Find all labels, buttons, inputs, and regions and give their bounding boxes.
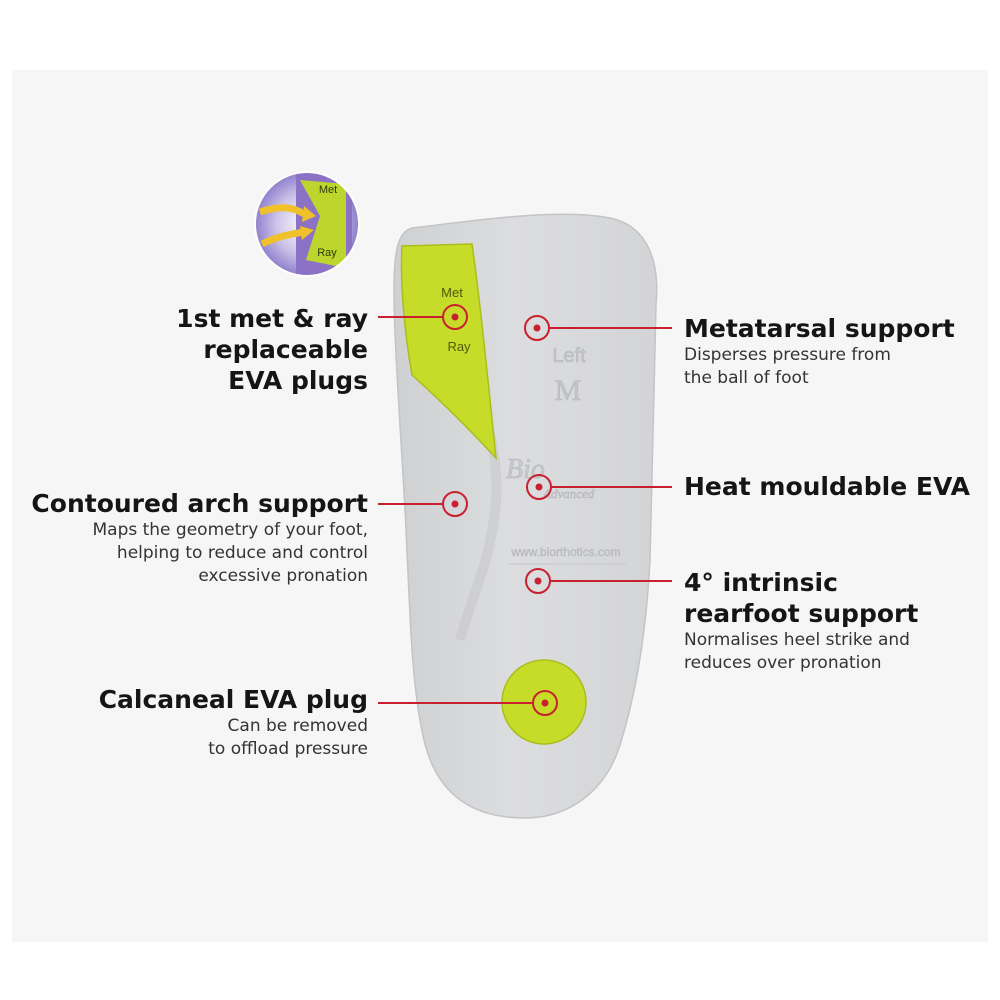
- callout-arch-desc-2: helping to reduce and control: [116, 543, 368, 563]
- callout-rearfoot-title-2: rearfoot support: [684, 599, 919, 628]
- callout-metatarsal-desc-1: Disperses pressure from: [684, 345, 891, 365]
- callout-arch-desc-3: excessive pronation: [198, 566, 368, 586]
- size-text: M: [555, 374, 582, 407]
- callout-met-ray: 1st met & ray replaceable EVA plugs: [176, 303, 368, 396]
- callout-heat: Heat mouldable EVA: [684, 471, 970, 502]
- callout-calcaneal-desc-1: Can be removed: [227, 716, 368, 736]
- callout-calcaneal-desc-2: to offload pressure: [208, 739, 368, 759]
- inset-bottom-label: Ray: [317, 247, 337, 259]
- leader-lines: [378, 316, 672, 704]
- callout-metatarsal: Metatarsal support Disperses pressure fr…: [684, 313, 955, 390]
- plug-bottom-label: Ray: [447, 339, 471, 354]
- callout-met-ray-title-1: 1st met & ray: [176, 304, 368, 333]
- plug-top-label: Met: [441, 285, 463, 300]
- callout-calcaneal: Calcaneal EVA plug Can be removed to off…: [99, 684, 368, 761]
- callout-rearfoot-desc-2: reduces over pronation: [684, 653, 882, 673]
- callout-rearfoot: 4° intrinsic rearfoot support Normalises…: [684, 567, 918, 675]
- callout-metatarsal-title: Metatarsal support: [684, 314, 955, 343]
- callout-arch-desc-1: Maps the geometry of your foot,: [92, 520, 368, 540]
- callout-rearfoot-desc-1: Normalises heel strike and: [684, 630, 910, 650]
- callout-metatarsal-desc-2: the ball of foot: [684, 368, 809, 388]
- callout-heat-title: Heat mouldable EVA: [684, 472, 970, 501]
- callout-arch: Contoured arch support Maps the geometry…: [31, 488, 368, 588]
- inset-top-label: Met: [319, 184, 337, 196]
- callout-met-ray-title-3: EVA plugs: [228, 366, 368, 395]
- callout-calcaneal-title: Calcaneal EVA plug: [98, 685, 368, 714]
- callout-rearfoot-title-1: 4° intrinsic: [684, 568, 838, 597]
- callout-arch-title: Contoured arch support: [31, 489, 368, 518]
- brand-text: Bio: [506, 454, 545, 485]
- brand-sub-text: Advanced: [542, 486, 595, 501]
- inset-detail: Met Ray: [254, 171, 360, 277]
- met-ray-plug: [400, 243, 497, 461]
- url-text: www.biorthotics.com: [510, 545, 620, 559]
- callout-met-ray-title-2: replaceable: [203, 335, 368, 364]
- side-text: Left: [552, 345, 586, 367]
